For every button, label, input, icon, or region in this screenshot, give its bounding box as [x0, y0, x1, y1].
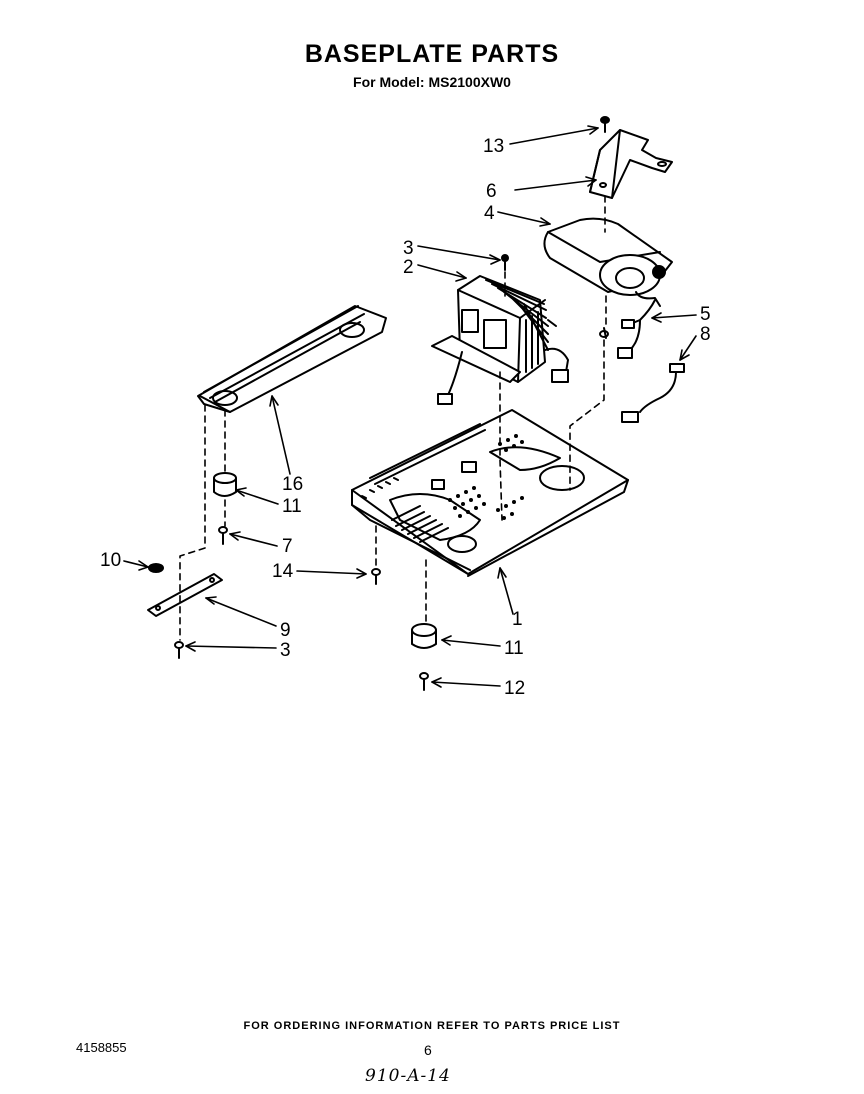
- screw-13: [600, 116, 610, 133]
- callout-8: 8: [700, 324, 711, 345]
- callout-3-lower: 3: [280, 640, 291, 661]
- ordering-note: FOR ORDERING INFORMATION REFER TO PARTS …: [243, 1020, 621, 1032]
- callout-9: 9: [280, 620, 291, 641]
- callout-13: 13: [483, 136, 504, 157]
- screw-12: [419, 672, 429, 691]
- foot-11-rail: [213, 472, 237, 497]
- callout-1: 1: [512, 609, 523, 630]
- screw-14: [371, 568, 381, 585]
- callout-4: 4: [484, 203, 495, 224]
- capacitor-bracket: [589, 129, 673, 199]
- callout-leaders: [123, 125, 697, 688]
- document-number: 4158855: [76, 1040, 127, 1055]
- base-rail: [197, 305, 387, 413]
- callout-12: 12: [504, 678, 525, 699]
- mounting-strip-9: [147, 573, 223, 617]
- high-voltage-capacitor: [543, 217, 673, 307]
- jumper-wire-8: [621, 363, 685, 423]
- assembly-guide-lines: [179, 195, 607, 641]
- callout-5: 5: [700, 304, 711, 325]
- screw-3-lower: [174, 641, 184, 659]
- callout-10: 10: [100, 550, 121, 571]
- model-subtitle: For Model: MS2100XW0: [353, 74, 511, 90]
- transformer: [431, 254, 569, 405]
- callout-11-base: 11: [504, 638, 524, 659]
- callout-6: 6: [486, 181, 497, 202]
- page-title: BASEPLATE PARTS: [304, 40, 560, 68]
- callout-3-upper: 3: [403, 238, 414, 259]
- baseplate-slots: [361, 477, 449, 543]
- capacitor-wires: [599, 299, 656, 359]
- handwritten-code: 910-A-14: [365, 1066, 451, 1086]
- callout-11-rail: 11: [282, 496, 302, 517]
- baseplate: [351, 409, 629, 577]
- nut-10: [148, 563, 164, 573]
- baseplate-vent-holes: [448, 434, 524, 520]
- callout-14: 14: [272, 561, 294, 582]
- screw-7: [218, 526, 228, 545]
- callout-2: 2: [403, 257, 414, 278]
- callout-16: 16: [282, 474, 303, 495]
- foot-11-base: [411, 623, 437, 649]
- page-number: 6: [424, 1042, 432, 1058]
- callout-7: 7: [282, 536, 293, 557]
